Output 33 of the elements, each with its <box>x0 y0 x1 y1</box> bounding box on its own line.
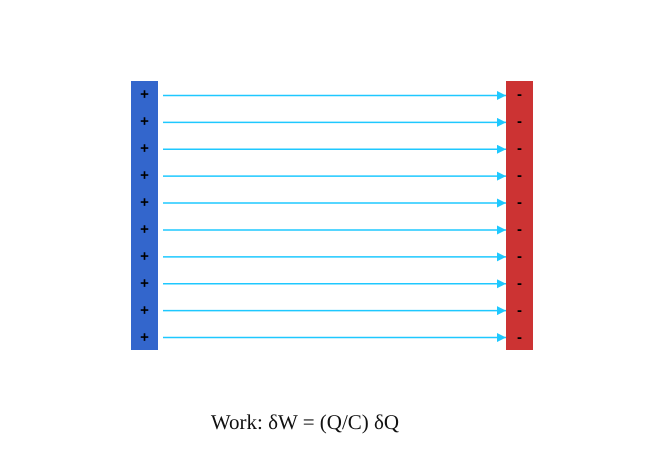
minus-sign: - <box>516 195 523 212</box>
plus-sign: + <box>139 168 150 184</box>
field-line-arrow <box>163 252 506 262</box>
plus-sign: + <box>139 302 150 319</box>
minus-sign: - <box>516 330 523 346</box>
plus-sign: + <box>139 248 150 265</box>
plus-sign: + <box>139 87 150 104</box>
minus-sign: - <box>516 248 523 265</box>
minus-sign: - <box>516 141 523 158</box>
minus-sign: - <box>516 222 523 238</box>
minus-sign: - <box>516 302 523 319</box>
positive-plate <box>131 81 158 350</box>
field-line-arrow <box>163 306 506 316</box>
plus-sign: + <box>139 222 150 238</box>
field-line-arrow <box>163 279 506 288</box>
plus-sign: + <box>139 141 150 158</box>
field-line-arrow <box>163 90 506 100</box>
minus-sign: - <box>516 168 523 184</box>
work-formula: Work: δW = (Q/C) δQ <box>210 410 400 435</box>
minus-sign: - <box>516 87 523 104</box>
plus-sign: + <box>139 114 150 130</box>
minus-sign: - <box>516 114 523 130</box>
minus-sign: - <box>516 276 523 292</box>
negative-plate <box>506 81 533 350</box>
field-line-arrow <box>163 198 506 208</box>
field-line-arrow <box>163 333 506 342</box>
field-line-arrow <box>163 172 506 181</box>
field-line-arrow <box>163 225 506 234</box>
field-line-arrow <box>163 144 506 154</box>
plus-sign: + <box>139 330 150 346</box>
plus-sign: + <box>139 276 150 292</box>
field-line-arrow <box>163 118 506 127</box>
plus-sign: + <box>139 195 150 212</box>
